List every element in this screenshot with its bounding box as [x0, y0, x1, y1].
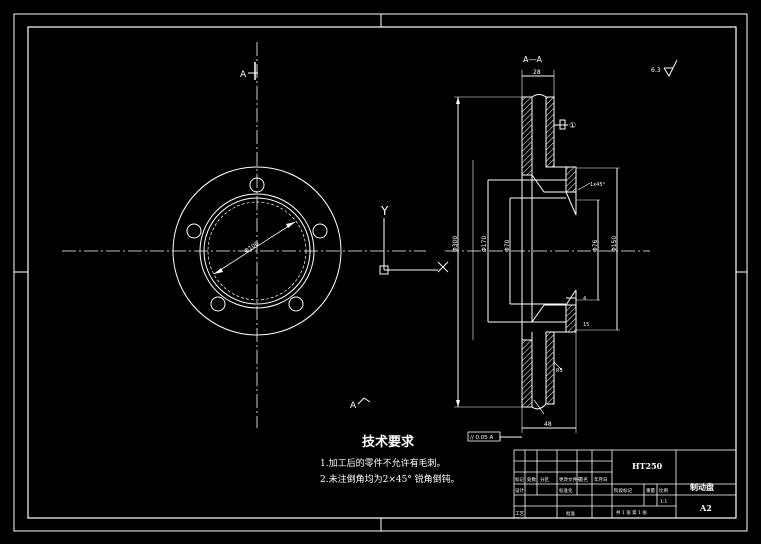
svg-text:1x45°: 1x45° — [590, 182, 606, 188]
svg-text:设计: 设计 — [515, 487, 524, 494]
view-marker-bottom: A — [350, 401, 357, 411]
ucs-icon — [379, 218, 449, 275]
section-marker-bottom: A — [350, 397, 371, 411]
requirements-title: 技术要求 — [362, 434, 415, 450]
svg-text:Φ76: Φ76 — [592, 239, 599, 252]
svg-text:Φ170: Φ170 — [481, 236, 488, 252]
requirements-line-1: 1.加工后的零件不允许有毛刺。 — [320, 457, 446, 469]
title-block — [513, 449, 737, 519]
svg-text:阶段标记: 阶段标记 — [614, 487, 632, 494]
surface-finish-value: 6.3 — [651, 67, 661, 74]
material-label: HT250 — [632, 461, 663, 471]
svg-text:签名: 签名 — [579, 476, 588, 483]
centering-marks — [14, 14, 747, 531]
axis-y-label: Y — [380, 204, 389, 218]
svg-text:标记: 标记 — [515, 476, 524, 483]
svg-text:共 1 张 第 1 张: 共 1 张 第 1 张 — [616, 509, 647, 516]
dimension-texts: Φ300 Φ170 Φ70 Φ150 Φ76 28 48 1x45° 4 15 … — [452, 69, 618, 428]
svg-text:Φ100: Φ100 — [243, 240, 261, 255]
svg-text:分区: 分区 — [540, 476, 549, 483]
svg-text:比例: 比例 — [659, 487, 668, 494]
svg-text:处数: 处数 — [527, 476, 536, 483]
front-view — [62, 42, 426, 428]
svg-text:R5: R5 — [556, 368, 563, 374]
svg-text:工艺: 工艺 — [515, 511, 524, 517]
tolerance-frame: // 0.05 A — [467, 431, 501, 442]
svg-text:28: 28 — [533, 69, 541, 76]
svg-text:Φ300: Φ300 — [452, 236, 459, 252]
svg-text:重量: 重量 — [646, 487, 655, 494]
view-marker-top: A — [240, 70, 247, 80]
svg-text:4: 4 — [583, 296, 586, 302]
section-label: A—A — [523, 55, 542, 64]
svg-text:1:1: 1:1 — [660, 499, 667, 505]
section-marker-top: A — [240, 62, 258, 80]
part-name: 制动盘 — [690, 482, 714, 492]
svg-text:Φ150: Φ150 — [611, 236, 618, 252]
svg-text:Φ70: Φ70 — [504, 239, 511, 252]
svg-text:批准: 批准 — [566, 510, 575, 517]
tolerance-frame-text: // 0.05 A — [470, 435, 493, 441]
svg-text:更改文件号: 更改文件号 — [559, 476, 582, 483]
outer-disc-circle — [172, 166, 342, 336]
sheet-size: A2 — [699, 503, 712, 513]
svg-text:年月日: 年月日 — [594, 476, 608, 483]
svg-text:标准化: 标准化 — [559, 487, 573, 494]
title-block-small-labels: 标记 处数 分区 更改文件号 签名 年月日 设计 标准化 工艺 批准 阶段标记 … — [515, 476, 668, 517]
svg-text:15: 15 — [583, 322, 589, 328]
surface-finish-icon: 6.3 — [651, 59, 678, 78]
svg-text:48: 48 — [544, 421, 552, 428]
section-view — [445, 70, 650, 440]
requirements-line-2: 2.未注倒角均为2×45° 锐角倒钝。 — [320, 473, 460, 485]
datum-note: ① — [569, 121, 576, 130]
